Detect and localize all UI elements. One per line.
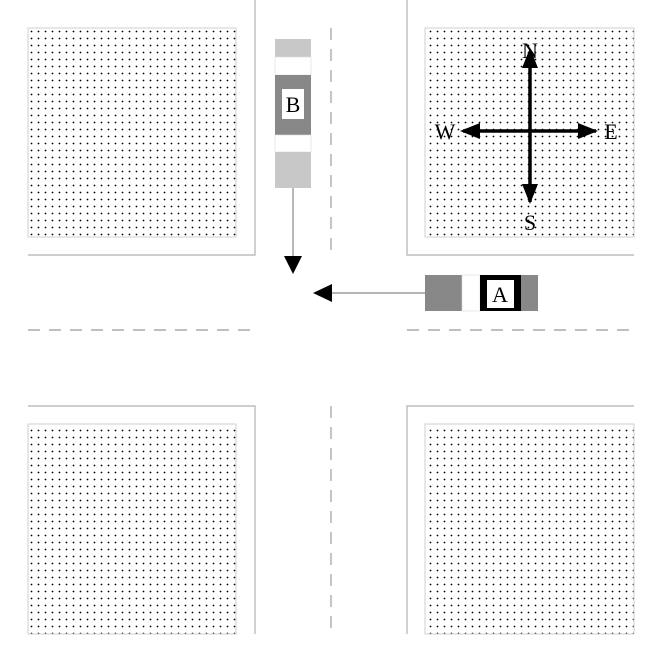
curb-northwest xyxy=(28,0,256,256)
vehicle-b-gap-top xyxy=(274,56,312,76)
curb-southwest xyxy=(28,405,256,634)
north-arrowhead xyxy=(522,48,538,68)
block-northwest xyxy=(27,27,237,238)
vehicle-a-trajectory xyxy=(313,284,425,302)
vehicle-a: A xyxy=(425,274,538,312)
south-arrowhead xyxy=(522,184,538,204)
vehicle-b-label-box xyxy=(282,89,304,119)
compass-east-label: E xyxy=(604,119,617,144)
compass: N S E W xyxy=(435,38,618,235)
curb-northeast xyxy=(406,0,634,256)
vehicle-a-gap xyxy=(461,274,481,312)
vehicle-b: B xyxy=(274,39,312,188)
compass-west-label: W xyxy=(435,119,456,144)
block-southeast xyxy=(424,423,635,635)
vehicle-b-gap-bottom xyxy=(274,134,312,153)
curbs xyxy=(28,0,634,634)
lane-markings xyxy=(28,28,634,634)
west-arrowhead xyxy=(460,123,480,139)
vehicle-b-rear-section xyxy=(275,152,311,188)
vehicle-a-label-box xyxy=(487,280,514,308)
vehicle-a-rear-section xyxy=(521,275,538,311)
compass-south-label: S xyxy=(524,210,536,235)
east-arrowhead xyxy=(578,123,598,139)
compass-north-label: N xyxy=(522,38,538,63)
vehicle-b-trajectory-arrowhead xyxy=(284,256,302,274)
vehicle-a-trajectory-arrowhead xyxy=(313,284,332,302)
vehicle-b-trajectory xyxy=(284,188,302,274)
block-southwest xyxy=(27,423,237,635)
vehicle-b-label: B xyxy=(286,92,301,117)
curb-southeast xyxy=(406,405,634,634)
vehicle-a-front-section xyxy=(425,275,462,311)
vehicle-a-label: A xyxy=(492,282,508,307)
vehicle-b-front-section xyxy=(275,39,311,57)
